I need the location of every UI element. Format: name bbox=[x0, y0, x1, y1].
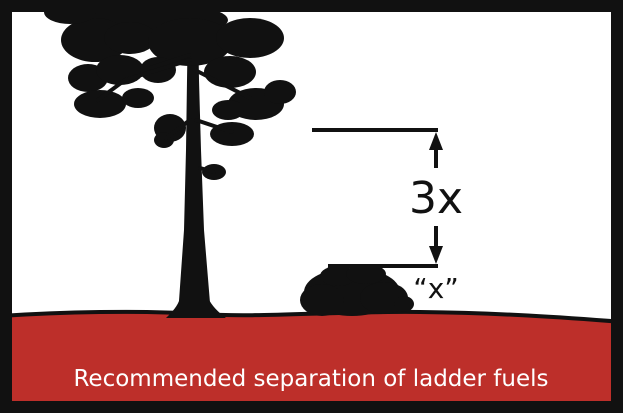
shrub-height-label: “x” bbox=[413, 272, 459, 305]
multiplier-label: 3x bbox=[409, 173, 463, 224]
ground-band bbox=[0, 312, 623, 413]
diagram-caption: Recommended separation of ladder fuels bbox=[73, 366, 548, 392]
